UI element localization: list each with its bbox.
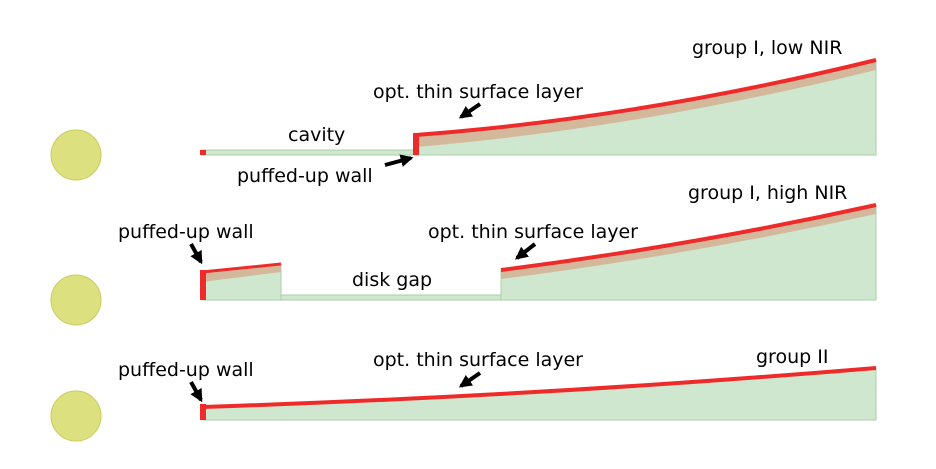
surface-rim-line [201,366,877,409]
cavity-region [201,149,417,156]
wall-label: puffed-up wall [118,221,254,243]
surface-layer-label: opt. thin surface layer [428,221,638,243]
panel-group-i-low-nir: group I, low NIR opt. thin surface layer… [50,37,877,187]
surface-layer-arrow [458,371,482,388]
inner-surface-layer-band [202,264,281,282]
inner-rim-mark [200,150,206,155]
wall-label: puffed-up wall [118,359,254,381]
wall-arrow [189,381,203,403]
panel-group-i-high-nir: group I, high NIR puffed-up wall disk ga… [50,182,877,326]
panel-group-ii: group II puffed-up wall opt. thin surfac… [50,346,877,442]
star-icon [50,390,102,442]
surface-rim-line [415,58,877,137]
surface-rim-line [500,203,877,272]
surface-layer-label: opt. thin surface layer [373,349,583,371]
panel-title: group II [756,346,828,368]
panel-title: group I, low NIR [692,37,842,59]
surface-layer-label: opt. thin surface layer [373,81,583,103]
inner-rim-line [201,262,282,274]
cavity-label: cavity [288,124,345,146]
surface-layer-arrow [514,242,537,260]
wall-arrow [189,243,203,265]
surface-layer-arrow [458,102,482,119]
star-icon [50,274,102,326]
wall-label: puffed-up wall [237,165,373,187]
star-icon [50,129,102,181]
wall-arrow [384,154,414,167]
gap-label: disk gap [352,269,432,291]
panel-title: group I, high NIR [688,182,847,204]
gap-region [280,294,502,301]
